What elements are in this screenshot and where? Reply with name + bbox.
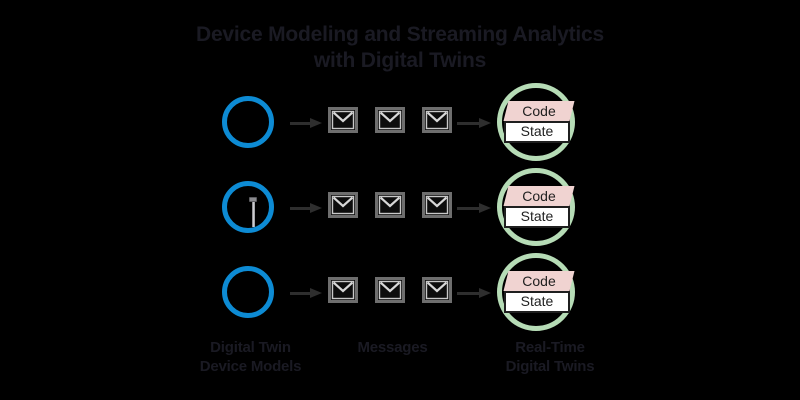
real-time-twin-circle-icon [497, 83, 575, 161]
page-title-line-1: Device Modeling and Streaming Analytics [195, 23, 605, 46]
pipeline-row: Code State [0, 80, 800, 164]
arrow-shaft [457, 291, 481, 295]
caption-messages-line-1: Messages [357, 339, 428, 356]
envelope-icon [328, 277, 358, 303]
caption-device-models-line-1: Digital Twin [210, 339, 291, 356]
device-model-circle-icon [222, 266, 274, 318]
arrow-right-icon [290, 288, 324, 298]
state-block-label: State [520, 208, 554, 224]
arrow-head [479, 118, 491, 128]
arrow-shaft [290, 206, 312, 210]
code-block-label: Code [522, 103, 556, 119]
arrow-head [310, 118, 322, 128]
arrow-right-icon [457, 288, 493, 298]
caption-real-time-twins-line-1: Real-Time [515, 339, 585, 356]
sensor-head [249, 197, 257, 202]
state-block-shape [504, 291, 570, 313]
page-title-line-2: with Digital Twins [313, 49, 487, 72]
envelope-icon [422, 107, 452, 133]
message-group [328, 107, 453, 137]
arrow-shaft [290, 291, 312, 295]
arrow-head [479, 203, 491, 213]
envelope-icon [422, 277, 452, 303]
pipeline-row: Code State [0, 165, 800, 249]
device-model-circle-icon [222, 96, 274, 148]
arrow-shaft [457, 121, 481, 125]
code-block-label: Code [522, 273, 556, 289]
caption-real-time-twins-line-2: Digital Twins [505, 358, 595, 375]
device-model-circle-icon [222, 181, 274, 233]
state-block-label: State [520, 293, 554, 309]
envelope-icon [422, 192, 452, 218]
message-group [328, 277, 453, 307]
real-time-twin-circle-icon [497, 253, 575, 331]
arrow-right-icon [457, 203, 493, 213]
sensor-shaft [252, 202, 255, 227]
pipeline-row: Code State [0, 250, 800, 334]
real-time-twin-circle-icon [497, 168, 575, 246]
page-title: Device Modeling and Streaming Analytics … [0, 22, 800, 74]
arrow-head [310, 288, 322, 298]
arrow-shaft [457, 206, 481, 210]
arrow-right-icon [290, 118, 324, 128]
arrow-right-icon [457, 118, 493, 128]
envelope-icon [375, 277, 405, 303]
state-block-shape [504, 121, 570, 143]
code-block-label: Code [522, 188, 556, 204]
caption-messages: Messages [330, 338, 455, 357]
arrow-head [479, 288, 491, 298]
envelope-icon [328, 192, 358, 218]
state-block-shape [504, 206, 570, 228]
caption-device-models-line-2: Device Models [199, 358, 302, 375]
state-block-label: State [520, 123, 554, 139]
caption-device-models: Digital Twin Device Models [178, 338, 323, 376]
caption-real-time-twins: Real-Time Digital Twins [470, 338, 630, 376]
message-group [328, 192, 453, 222]
sensor-pin-icon [249, 197, 257, 227]
arrow-right-icon [290, 203, 324, 213]
envelope-icon [375, 192, 405, 218]
arrow-shaft [290, 121, 312, 125]
envelope-icon [328, 107, 358, 133]
envelope-icon [375, 107, 405, 133]
arrow-head [310, 203, 322, 213]
